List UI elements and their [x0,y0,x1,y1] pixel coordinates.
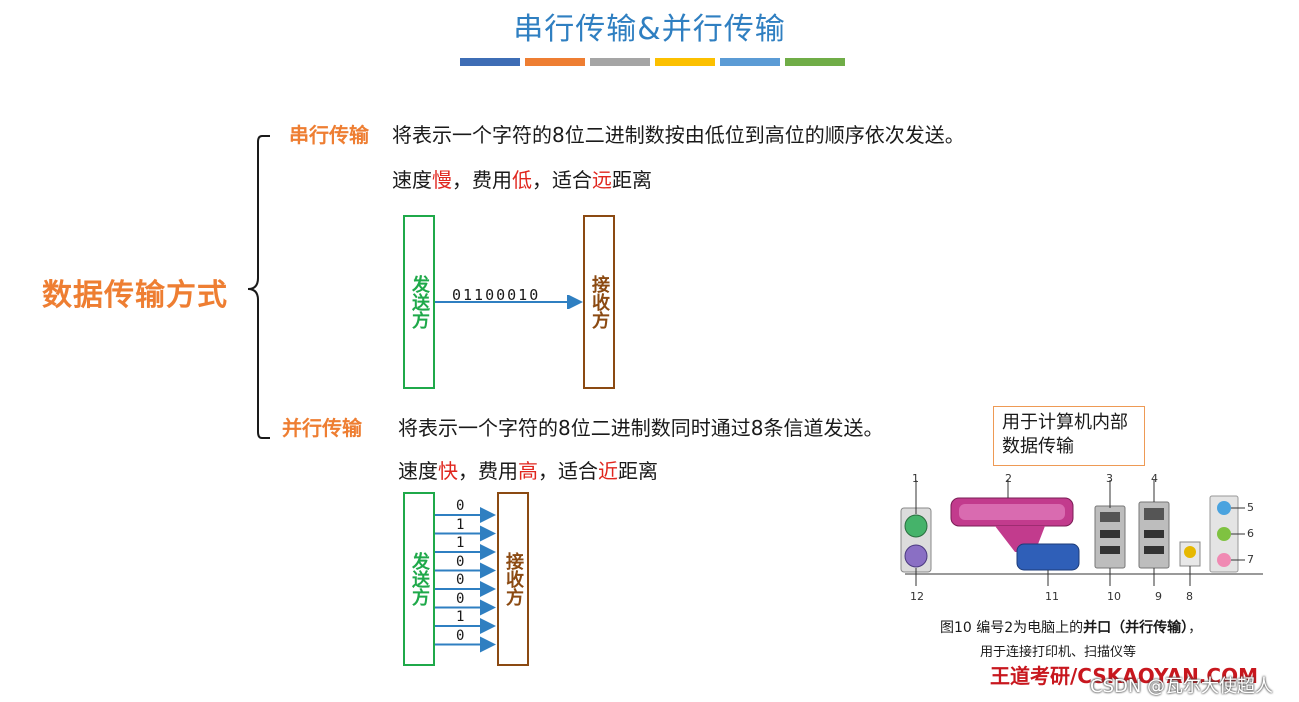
port-number-label: 12 [910,590,924,603]
serial-receiver-box: 接收方 [583,215,615,389]
parallel-label: 并行传输 [282,416,362,440]
title-bar-segment [720,58,780,66]
title-bar-segment [525,58,585,66]
serial-label: 串行传输 [289,123,369,147]
title-bar-segment [460,58,520,66]
csdn-watermark: CSDN @瓦尔大使超人 [1090,676,1274,697]
brace-bracket [247,135,270,439]
parallel-bit-label: 0 [456,627,465,644]
port-number-label: 3 [1106,472,1113,485]
serial-arrow [435,295,583,309]
port-number-label: 10 [1107,590,1121,603]
port-number-label: 2 [1005,472,1012,485]
serial-properties: 速度慢，费用低，适合远距离 [392,168,652,192]
port-number-label: 7 [1247,553,1254,566]
parallel-bit-label: 1 [456,535,465,551]
parallel-receiver-box: 接收方 [497,492,529,666]
brand-text: 王道考研/CSKAOYAN.COM [990,664,1258,688]
title-bar-segment [655,58,715,66]
root-label: 数据传输方式 [42,278,228,313]
figure-caption-line1: 图10 编号2为电脑上的并口（并行传输）， [940,620,1203,636]
port-number-label: 11 [1045,590,1059,603]
parallel-bit-label: 1 [456,609,465,625]
parallel-bit-label: 0 [456,590,465,607]
port-number-label: 4 [1151,472,1158,485]
title-bar-segment [590,58,650,66]
port-number-label: 8 [1186,590,1193,603]
parallel-bit-label: 0 [456,572,465,588]
port-number-label: 1 [912,472,919,485]
page-title: 串行传输&并行传输 [513,12,786,47]
figure-caption-line2: 用于连接打印机、扫描仪等 [980,645,1137,660]
port-number-label: 9 [1155,590,1162,603]
motherboard-ports-image [900,480,1263,586]
serial-description: 将表示一个字符的8位二进制数按由低位到高位的顺序依次发送。 [392,123,965,147]
parallel-description: 将表示一个字符的8位二进制数同时通过8条信道发送。 [398,416,884,440]
serial-sender-box: 发送方 [403,215,435,389]
serial-bits: 01100010 [452,286,541,304]
port-number-label: 6 [1247,527,1254,540]
parallel-properties: 速度快，费用高，适合近距离 [398,459,658,483]
parallel-bit-label: 0 [456,498,465,514]
parallel-bit-label: 0 [456,553,465,570]
title-bar-segment [785,58,845,66]
port-number-label: 5 [1247,501,1254,514]
parallel-sender-box: 发送方 [403,492,435,666]
callout-box: 用于计算机内部数据传输 [993,406,1145,466]
parallel-bit-label: 1 [456,516,465,533]
